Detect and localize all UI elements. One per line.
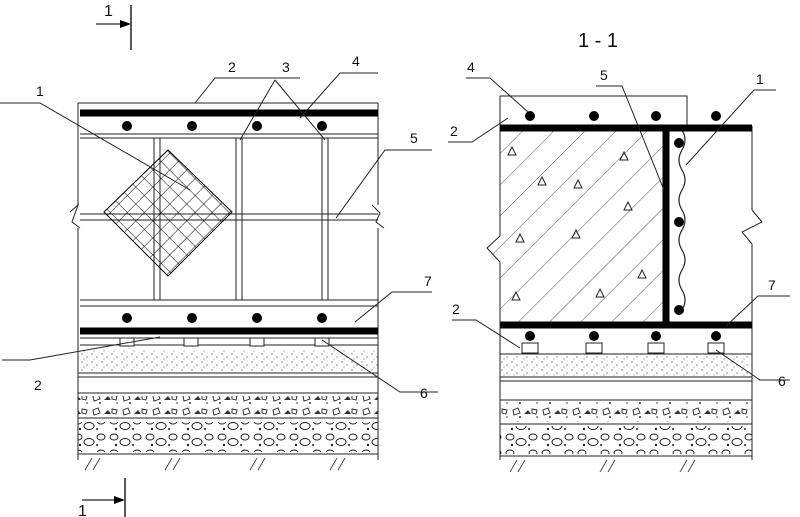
right-vertical-rods [674,138,684,315]
concrete-hatched-block [486,125,665,325]
right-top-rods [525,111,721,121]
right-callout-6: 6 [778,373,786,389]
reinforcement-mesh [103,149,233,277]
left-top-rods [122,121,327,131]
right-sand-layer [500,356,752,376]
left-gravel-layer [78,396,378,416]
right-callout-5: 5 [600,67,608,83]
left-callout-4: 4 [352,53,360,69]
right-callouts: 4 5 1 2 2 7 6 [448,59,790,389]
right-callout-2-top: 2 [450,123,458,139]
section-mark-bottom: 1 [78,478,126,517]
right-gravel-layer [500,402,752,422]
section-mark-top-label: 1 [104,3,113,20]
right-callout-1: 1 [756,71,764,87]
section-mark-bottom-label: 1 [78,503,87,517]
right-stone-layer [500,426,752,454]
left-sand-layer [78,350,378,372]
section-title: 1 - 1 [578,30,618,52]
left-bottom-rods [122,313,327,323]
right-callout-7: 7 [768,277,776,293]
right-section-view: 4 5 1 2 2 7 6 [448,59,790,473]
left-callout-5: 5 [410,130,418,146]
left-plan-view: 1 2 3 4 5 7 2 6 [0,53,438,471]
right-callout-2-bottom: 2 [452,301,460,317]
left-callout-6: 6 [420,385,428,401]
left-callout-3: 3 [282,59,290,75]
section-mark-top: 1 [96,3,132,50]
left-callout-1: 1 [36,83,44,99]
right-callout-4: 4 [467,59,475,75]
aggregate-triangles [507,145,647,301]
left-callouts: 1 2 3 4 5 7 2 6 [0,53,438,401]
left-stone-layer [78,422,378,452]
left-callout-2-top: 2 [228,59,236,75]
left-callout-2-bottom: 2 [34,377,42,393]
left-callout-7: 7 [424,273,432,289]
right-bottom-rods [525,331,721,341]
